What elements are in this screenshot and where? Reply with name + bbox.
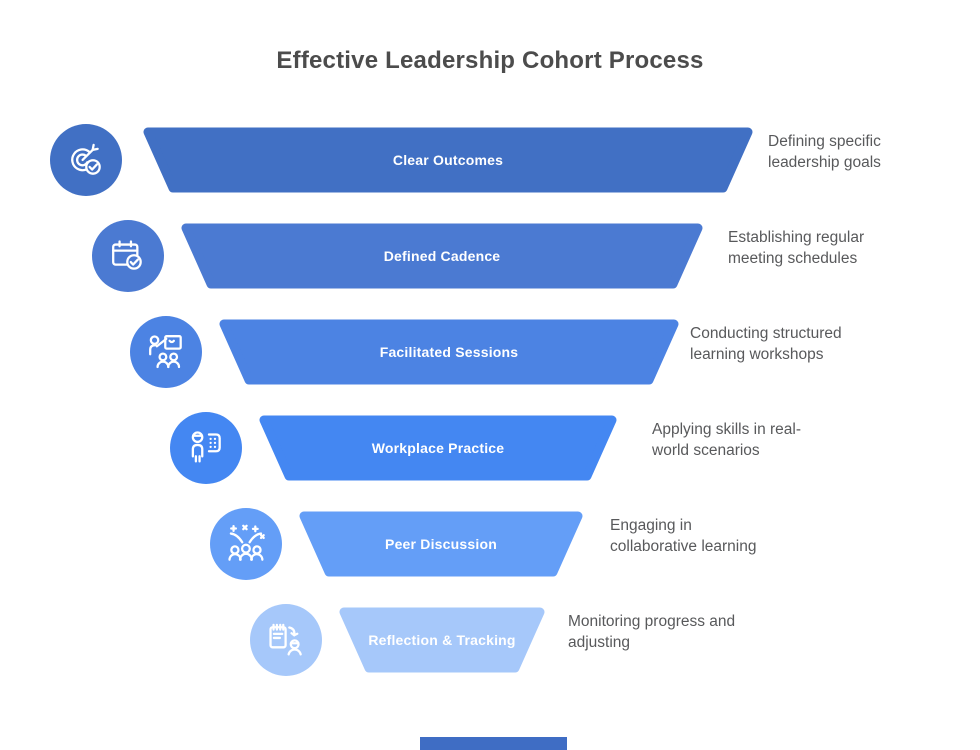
page-title: Effective Leadership Cohort Process bbox=[276, 47, 704, 74]
stage-description: Applying skills in real- world scenarios bbox=[652, 421, 802, 459]
calendar-check-icon bbox=[112, 240, 142, 270]
stage-icon-badge bbox=[210, 508, 282, 580]
stage-icon-badge bbox=[250, 604, 322, 676]
icon-circle bbox=[130, 316, 202, 388]
stage-label: Workplace Practice bbox=[371, 440, 505, 456]
funnel-segment bbox=[181, 223, 703, 289]
person-practice-board-icon bbox=[191, 431, 221, 463]
funnel-segment bbox=[219, 319, 679, 385]
stage-description: Establishing regular meeting schedules bbox=[728, 229, 865, 267]
stage-label: Defined Cadence bbox=[383, 248, 501, 264]
stage-label: Clear Outcomes bbox=[392, 152, 504, 168]
icon-circle bbox=[92, 220, 164, 292]
stage-description: Engaging in collaborative learning bbox=[610, 517, 757, 555]
funnel-segment bbox=[299, 511, 583, 577]
funnel-segment bbox=[339, 607, 545, 673]
stage-label: Reflection & Tracking bbox=[368, 632, 516, 648]
stage-description: Conducting structured learning workshops bbox=[690, 325, 842, 363]
stage-label: Facilitated Sessions bbox=[379, 344, 519, 360]
icon-circle bbox=[50, 124, 122, 196]
stage-description: Defining specific leadership goals bbox=[768, 133, 881, 171]
stage-icon-badge bbox=[92, 220, 164, 292]
notes-tracking-person-icon bbox=[269, 623, 302, 656]
target-goal-check-icon bbox=[71, 143, 101, 175]
funnel-segment bbox=[259, 415, 617, 481]
cropped-bottom-shape bbox=[420, 737, 567, 750]
funnel-segment bbox=[143, 127, 753, 193]
stage-label: Peer Discussion bbox=[385, 536, 497, 552]
facilitator-presentation-icon bbox=[149, 335, 182, 369]
stage-icon-badge bbox=[170, 412, 242, 484]
stage-icon-badge bbox=[50, 124, 122, 196]
stage-description: Monitoring progress and adjusting bbox=[568, 613, 736, 651]
icon-circle bbox=[170, 412, 242, 484]
peer-group-celebration-icon bbox=[228, 524, 265, 561]
stage-icon-badge bbox=[130, 316, 202, 388]
